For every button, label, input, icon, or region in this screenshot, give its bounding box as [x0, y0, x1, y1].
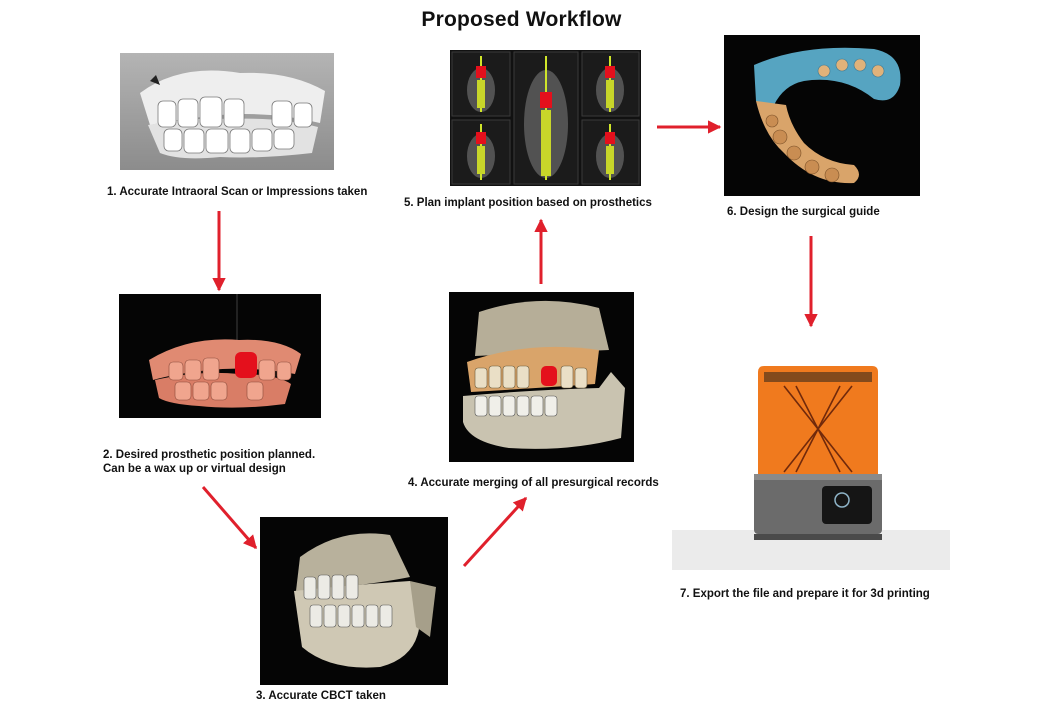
step-7-label: 7. Export the file and prepare it for 3d…: [680, 588, 930, 600]
dental-scan-model-image: [120, 53, 334, 170]
step-6-label: 6. Design the surgical guide: [727, 206, 880, 218]
3d-printer-image: [672, 362, 950, 570]
step-2-label-line2: Can be a wax up or virtual design: [103, 463, 286, 475]
wax-up-design-image: [119, 294, 321, 418]
surgical-guide-design-image: [724, 35, 920, 196]
arrow-3-to-4: [462, 496, 528, 568]
step-2-label: 2. Desired prosthetic position planned. …: [103, 448, 315, 476]
step-2-label-line1: 2. Desired prosthetic position planned.: [103, 449, 316, 461]
cbct-jaw-image: [260, 517, 448, 685]
diagram-title: Proposed Workflow: [421, 8, 622, 31]
step-5-label: 5. Plan implant position based on prosth…: [404, 197, 652, 209]
merged-records-image: [449, 292, 634, 462]
step-1-label: 1. Accurate Intraoral Scan or Impression…: [107, 186, 368, 198]
arrow-2-to-3: [201, 486, 258, 550]
step-3-label: 3. Accurate CBCT taken: [256, 690, 386, 702]
implant-planning-slices-image: [450, 50, 641, 186]
step-4-label: 4. Accurate merging of all presurgical r…: [408, 477, 659, 489]
